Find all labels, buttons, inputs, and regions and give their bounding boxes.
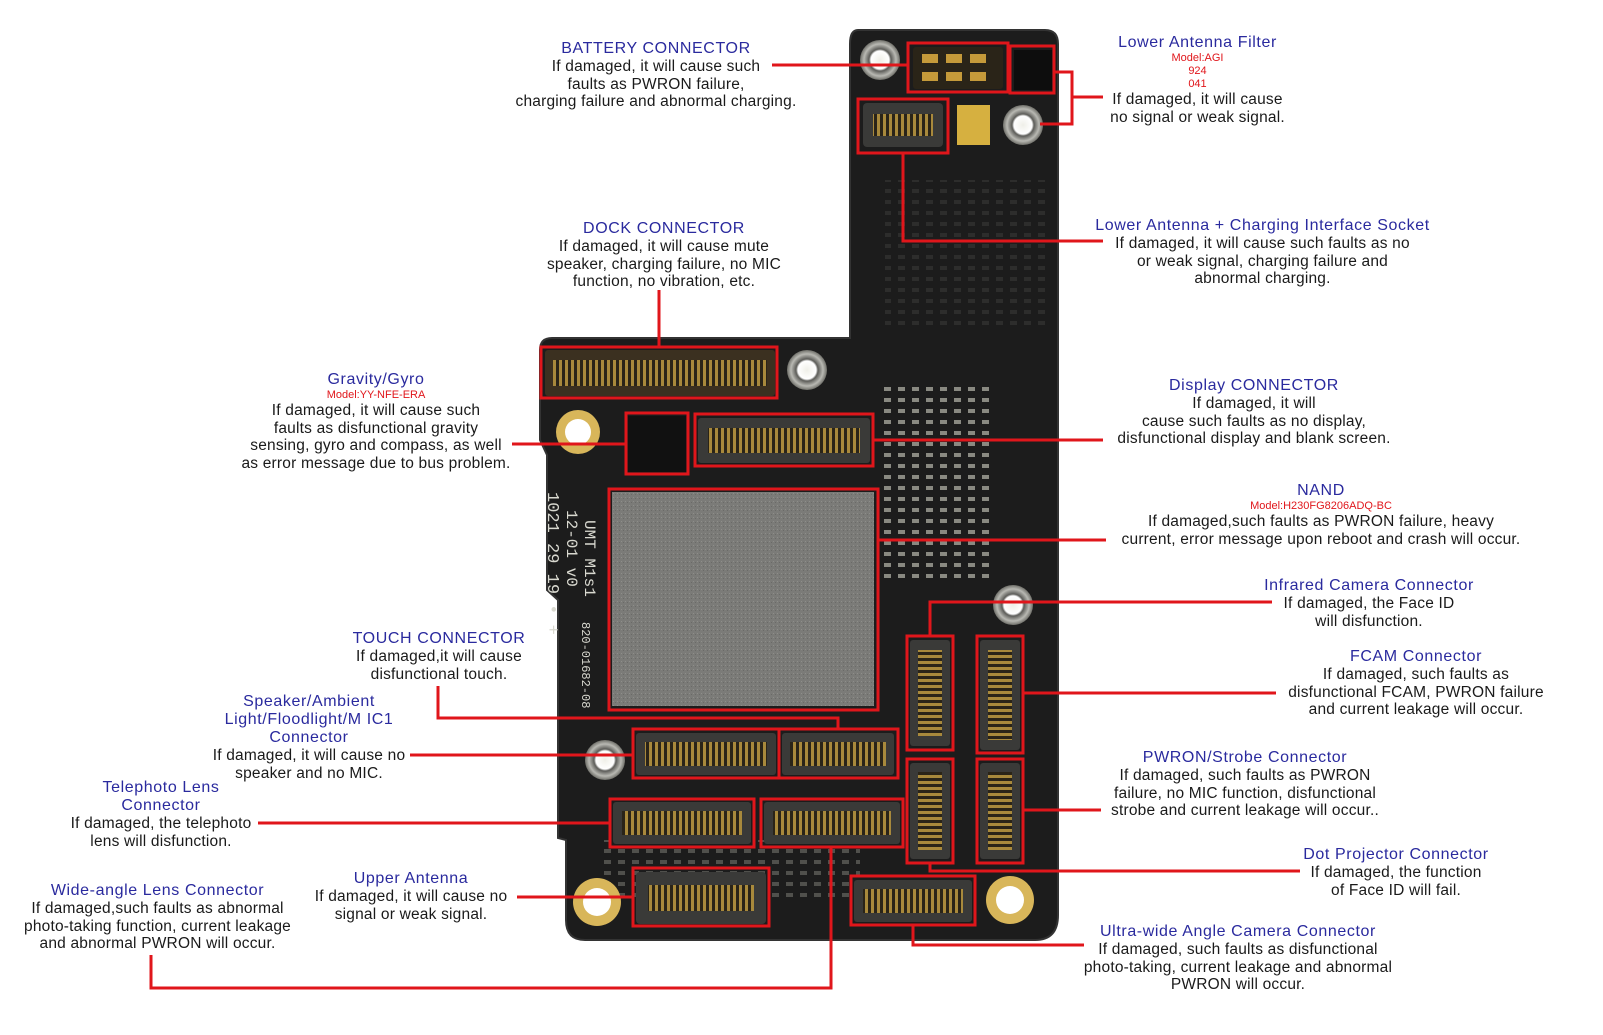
- callout-ultra-wide-title: Ultra-wide Angle Camera Connector: [1100, 923, 1376, 940]
- antenna-filter-chip: [1014, 50, 1052, 90]
- callout-ultra-wide: Ultra-wide Angle Camera Connector If dam…: [1064, 923, 1412, 994]
- gyro-chip: [628, 416, 686, 472]
- callout-speaker-desc: If damaged, it will cause no speaker and…: [212, 747, 406, 782]
- callout-battery-desc: If damaged, it will cause such faults as…: [515, 58, 797, 110]
- callout-upper-antenna-title: Upper Antenna: [353, 870, 469, 887]
- callout-dock: DOCK CONNECTOR If damaged, it will cause…: [525, 220, 803, 291]
- screw-top-right: [1003, 105, 1043, 145]
- callout-lower-antenna-charging-title: Lower Antenna + Charging Interface Socke…: [1095, 217, 1430, 234]
- callout-gravity: Gravity/Gyro Model:YY-NFE-ERA If damaged…: [226, 371, 526, 472]
- screw-right-middle: [993, 585, 1033, 625]
- callout-display: Display CONNECTOR If damaged, it will ca…: [1100, 377, 1408, 448]
- callout-lower-antenna-filter-desc: If damaged, it will cause no signal or w…: [1110, 91, 1285, 126]
- silkscreen-line1: UMT M1s1: [580, 520, 598, 597]
- callout-telephoto-desc: If damaged, the telephoto lens will disf…: [70, 815, 252, 850]
- callout-telephoto-title: Telephoto Lens Connector: [102, 779, 220, 814]
- callout-ultra-wide-desc: If damaged, such faults as disfunctional…: [1083, 941, 1393, 993]
- gold-pad: [957, 105, 990, 145]
- callout-touch-title: TOUCH CONNECTOR: [352, 630, 526, 647]
- callout-pwron-title: PWRON/Strobe Connector: [1142, 749, 1348, 766]
- callout-touch: TOUCH CONNECTOR If damaged,it will cause…: [335, 630, 543, 683]
- smd-area-right: [880, 385, 990, 585]
- callout-dot-projector-desc: If damaged, the function of Face ID will…: [1310, 864, 1482, 899]
- nand-chip: [612, 492, 874, 706]
- leader-lines: [149, 63, 1300, 990]
- callout-nand-title: NAND: [1297, 482, 1345, 499]
- callout-gravity-desc: If damaged, it will cause such faults as…: [241, 402, 511, 472]
- silkscreen-line2: 12-01 v0: [562, 510, 580, 587]
- callout-dock-desc: If damaged, it will cause mute speaker, …: [546, 238, 782, 290]
- callout-nand-desc: If damaged,such faults as PWRON failure,…: [1121, 513, 1521, 548]
- callout-display-title: Display CONNECTOR: [1169, 377, 1339, 394]
- line-infrared: [928, 600, 1272, 636]
- callout-battery-title: BATTERY CONNECTOR: [561, 40, 751, 57]
- callout-lower-antenna-filter-title: Lower Antenna Filter: [1118, 34, 1277, 51]
- battery-connector-body: [913, 47, 1003, 89]
- callout-lower-antenna-charging-desc: If damaged, it will cause such faults as…: [1115, 235, 1410, 287]
- callout-wide-angle-title: Wide-angle Lens Connector: [50, 882, 265, 899]
- line-ultra-wide: [911, 925, 1084, 947]
- callout-fcam-title: FCAM Connector: [1350, 648, 1482, 665]
- callout-infrared-desc: If damaged, the Face ID will disfunction…: [1283, 595, 1455, 630]
- callout-pwron-desc: If damaged, such faults as PWRON failure…: [1111, 767, 1379, 819]
- board-silkscreen: UMT M1s1 12-01 v0 1021 29 19 • + 820-016…: [542, 492, 598, 708]
- silkscreen-line3: 1021 29 19 • +: [542, 492, 561, 635]
- callout-lower-antenna-charging: Lower Antenna + Charging Interface Socke…: [1090, 217, 1435, 288]
- callout-infrared-title: Infrared Camera Connector: [1264, 577, 1474, 594]
- callout-upper-antenna: Upper Antenna If damaged, it will cause …: [300, 870, 522, 923]
- silkscreen-part: 820-01682-08: [578, 622, 592, 708]
- callout-gravity-title: Gravity/Gyro: [327, 371, 425, 388]
- callout-dock-title: DOCK CONNECTOR: [583, 220, 745, 237]
- screw-top-left: [860, 40, 900, 80]
- box-battery: [906, 41, 1010, 94]
- line-wide-angle: [149, 847, 833, 990]
- callout-telephoto: Telephoto Lens Connector If damaged, the…: [55, 779, 267, 850]
- callout-dot-projector-title: Dot Projector Connector: [1303, 846, 1489, 863]
- screw-dock-right: [787, 350, 827, 390]
- box-antenna-filter: [1008, 44, 1056, 95]
- callout-speaker: Speaker/Ambient Light/Floodlight/M IC1 C…: [195, 693, 423, 782]
- callout-nand-model: Model:H230FG8206ADQ-BC: [1250, 500, 1392, 512]
- callout-dot-projector: Dot Projector Connector If damaged, the …: [1290, 846, 1502, 899]
- line-lower-antenna: [901, 153, 1103, 243]
- callout-touch-desc: If damaged,it will cause disfunctional t…: [356, 648, 522, 683]
- line-touch: [436, 686, 840, 729]
- callout-wide-angle-desc: If damaged,such faults as abnormal photo…: [24, 900, 291, 952]
- smd-area-upper: [885, 180, 1045, 330]
- callout-battery: BATTERY CONNECTOR If damaged, it will ca…: [500, 40, 812, 111]
- line-dot-projector: [928, 863, 1300, 873]
- callout-nand: NAND Model:H230FG8206ADQ-BC If damaged,s…: [1100, 482, 1542, 548]
- callout-upper-antenna-desc: If damaged, it will cause no signal or w…: [314, 888, 508, 923]
- callout-gravity-model: Model:YY-NFE-ERA: [326, 389, 426, 401]
- callout-fcam: FCAM Connector If damaged, such faults a…: [1270, 648, 1562, 719]
- callout-display-desc: If damaged, it will cause such faults as…: [1117, 395, 1391, 447]
- callout-speaker-title: Speaker/Ambient Light/Floodlight/M IC1 C…: [224, 693, 394, 746]
- callout-fcam-desc: If damaged, such faults as disfunctional…: [1288, 666, 1544, 718]
- callout-pwron: PWRON/Strobe Connector If damaged, such …: [1094, 749, 1396, 820]
- screw-left-lower: [585, 740, 625, 780]
- box-nand: [607, 487, 880, 712]
- callout-lower-antenna-filter: Lower Antenna Filter Model:AGI 924 041 I…: [1100, 34, 1295, 126]
- callout-wide-angle: Wide-angle Lens Connector If damaged,suc…: [5, 882, 310, 953]
- callout-infrared: Infrared Camera Connector If damaged, th…: [1255, 577, 1483, 630]
- callout-lower-antenna-filter-model: Model:AGI 924 041: [1171, 52, 1224, 90]
